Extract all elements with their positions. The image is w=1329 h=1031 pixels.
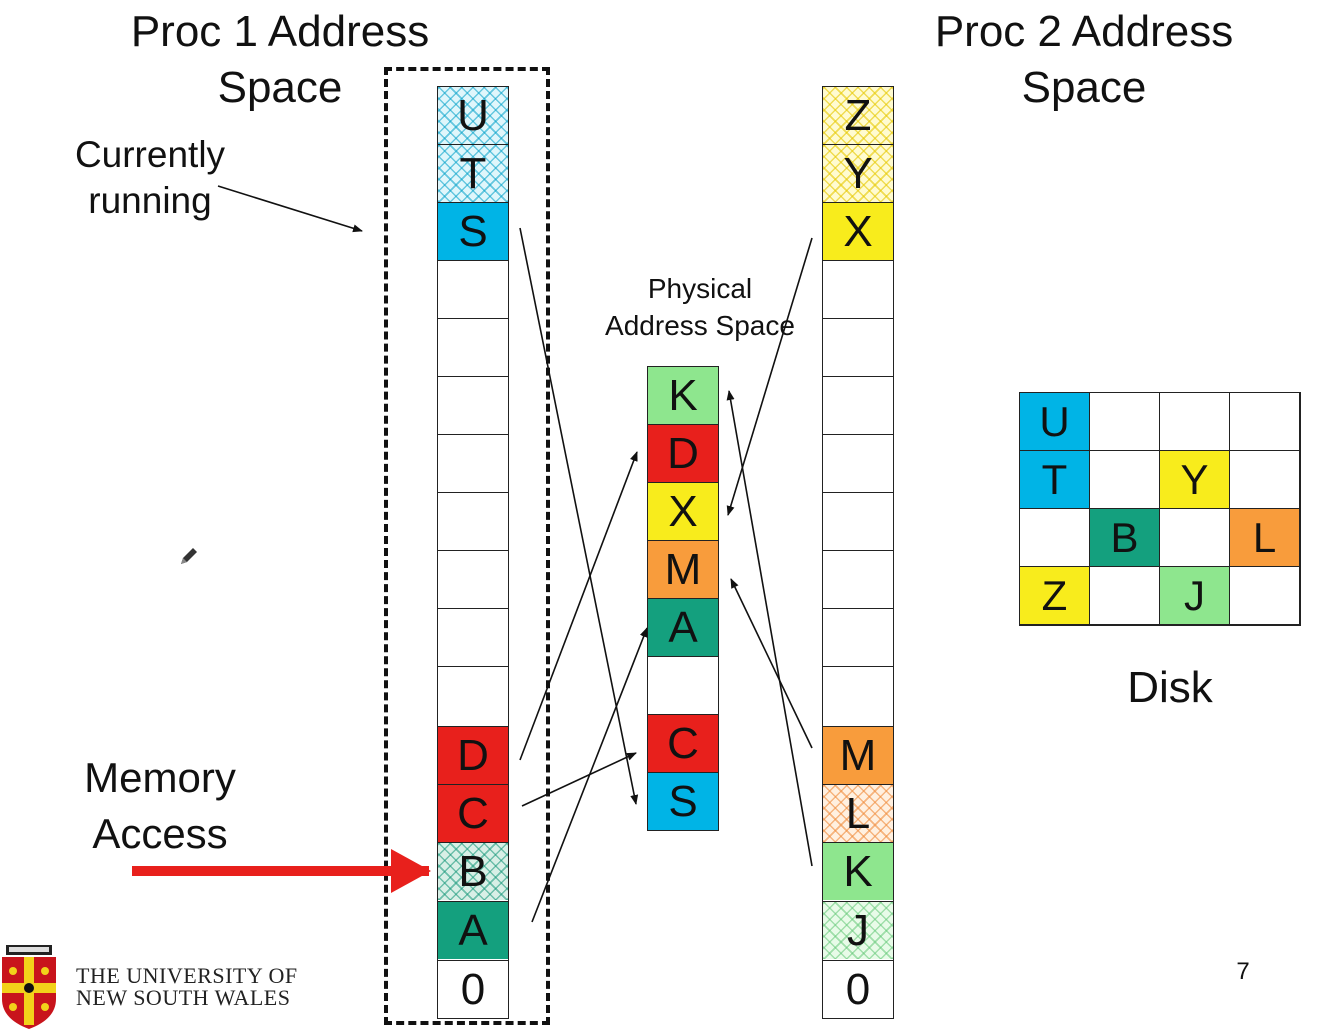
- proc1-page: [438, 492, 508, 550]
- disk-grid: U T Y B L Z J: [1019, 392, 1301, 626]
- proc2-page: [823, 608, 893, 666]
- arrow-C-to-frame: [521, 752, 637, 807]
- currently-running-label: Currently running: [60, 132, 240, 224]
- proc1-page: T: [438, 144, 508, 202]
- page-number: 7: [1236, 958, 1250, 985]
- proc1-page: [438, 376, 508, 434]
- memory-access-line1: Memory: [84, 754, 236, 801]
- proc1-title: Proc 1 Address Space: [110, 4, 450, 116]
- proc2-page: [823, 318, 893, 376]
- physical-title-line1: Physical: [647, 273, 753, 304]
- university-crest-logo: [2, 945, 56, 1029]
- proc2-page: L: [823, 784, 893, 842]
- proc2-page: [823, 434, 893, 492]
- disk-block: [1160, 393, 1230, 451]
- disk-block: [1160, 509, 1230, 567]
- disk-block: Z: [1020, 567, 1090, 625]
- disk-block: Y: [1160, 451, 1230, 509]
- proc2-page: [823, 550, 893, 608]
- proc2-page: K: [823, 842, 893, 900]
- disk-block: B: [1090, 509, 1160, 567]
- arrow-X-to-frame: [726, 237, 813, 516]
- proc2-page: M: [823, 726, 893, 784]
- disk-label: Disk: [1127, 663, 1213, 712]
- disk-block: [1230, 567, 1300, 625]
- arrow-A-to-frame: [531, 627, 648, 923]
- physical-frame: C: [648, 714, 718, 772]
- disk-block: [1230, 393, 1300, 451]
- proc2-title-line1: Proc 2 Address: [934, 7, 1234, 56]
- arrow-D-to-frame: [519, 451, 638, 761]
- disk-block: J: [1160, 567, 1230, 625]
- physical-frame: M: [648, 540, 718, 598]
- proc1-address-space: U T S D C B A 0: [437, 86, 509, 1019]
- proc2-title: Proc 2 Address Space: [914, 4, 1254, 116]
- disk-block: [1090, 451, 1160, 509]
- physical-frame: [648, 656, 718, 714]
- proc2-page: [823, 492, 893, 550]
- proc1-page: A: [438, 901, 508, 959]
- arrow-currently-running: [217, 185, 363, 233]
- proc1-page: U: [438, 86, 508, 144]
- university-name-line2: NEW SOUTH WALES: [76, 985, 291, 1010]
- proc1-page: [438, 608, 508, 666]
- proc2-page: [823, 260, 893, 318]
- physical-frame: X: [648, 482, 718, 540]
- disk-block: [1230, 451, 1300, 509]
- proc1-page: S: [438, 202, 508, 260]
- proc2-page: [823, 666, 893, 724]
- proc2-page: Z: [823, 86, 893, 144]
- physical-title: Physical Address Space: [580, 270, 820, 344]
- proc1-page: C: [438, 784, 508, 842]
- proc1-page: [438, 260, 508, 318]
- proc1-page: B: [438, 842, 508, 900]
- arrow-K-to-frame: [726, 390, 813, 867]
- pencil-icon: [181, 548, 197, 564]
- arrow-S-to-frame: [519, 227, 639, 805]
- proc2-page: 0: [823, 960, 893, 1019]
- physical-title-line2: Address Space: [605, 310, 795, 341]
- physical-frame: A: [648, 598, 718, 656]
- proc1-page: D: [438, 726, 508, 784]
- proc1-page: [438, 318, 508, 376]
- disk-block: T: [1020, 451, 1090, 509]
- proc1-page: [438, 434, 508, 492]
- disk-block: [1090, 567, 1160, 625]
- physical-frame: D: [648, 424, 718, 482]
- disk-block: [1090, 393, 1160, 451]
- proc1-title-line1: Proc 1 Address: [130, 7, 430, 56]
- currently-running-line1: Currently: [74, 134, 226, 175]
- proc1-title-line2: Space: [217, 63, 343, 112]
- proc2-page: X: [823, 202, 893, 260]
- proc2-address-space: Z Y X M L K J 0: [822, 86, 894, 1019]
- proc1-page: [438, 666, 508, 724]
- proc2-title-line2: Space: [1021, 63, 1147, 112]
- proc2-page: [823, 376, 893, 434]
- physical-frame: S: [648, 772, 718, 831]
- disk-block: L: [1230, 509, 1300, 567]
- arrow-M-to-frame: [730, 578, 813, 749]
- university-name-line1: THE UNIVERSITY OF: [76, 963, 298, 988]
- memory-access-label: Memory Access: [60, 750, 260, 862]
- disk-block: [1020, 509, 1090, 567]
- proc2-page: Y: [823, 144, 893, 202]
- currently-running-line2: running: [88, 180, 212, 221]
- proc1-page: 0: [438, 960, 508, 1019]
- disk-block: U: [1020, 393, 1090, 451]
- physical-address-space: K D X M A C S: [647, 366, 719, 831]
- physical-frame: K: [648, 366, 718, 424]
- memory-access-line2: Access: [92, 810, 228, 857]
- proc1-page: [438, 550, 508, 608]
- university-name: THE UNIVERSITY OF NEW SOUTH WALES: [76, 965, 298, 1009]
- proc2-page: J: [823, 901, 893, 959]
- current-process-box: [384, 67, 550, 1025]
